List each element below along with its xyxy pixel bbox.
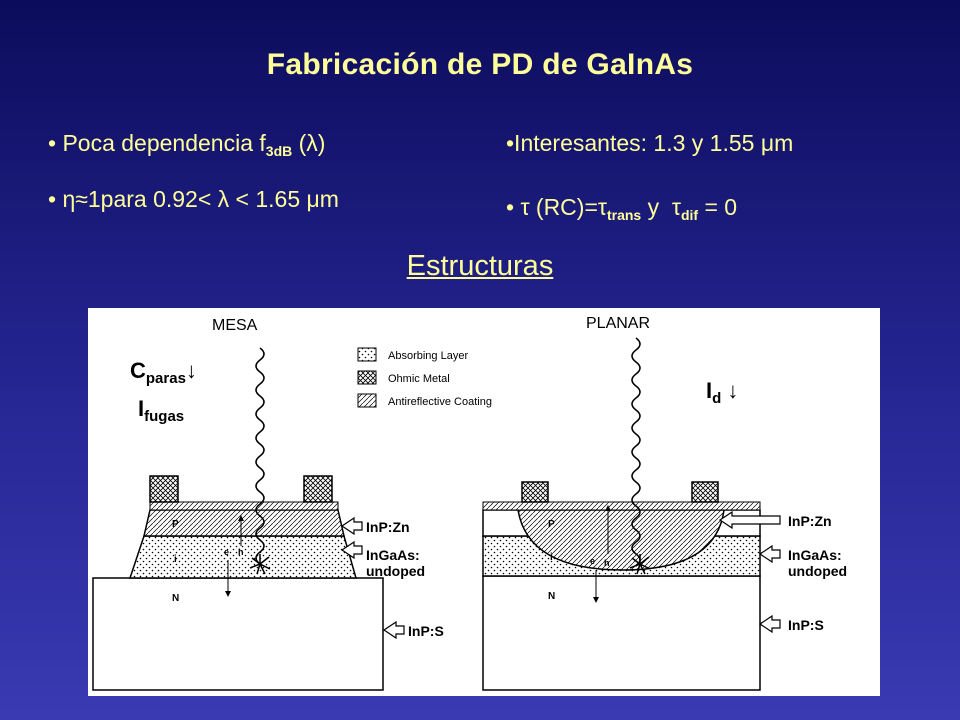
mesa-structure: P i N e h [92,347,384,691]
c-arrow: ↓ [185,358,197,383]
mesa-absorption-burst [249,554,271,575]
planar-diffused-p-region [517,509,725,571]
legend-swatch-ohmic [357,370,377,385]
mesa-callout-ingaas: InGaAs: [366,547,420,563]
planar-contact-left [521,481,549,503]
bullet-1-subscript: 3dB [265,143,293,159]
planar-callout-ingaas: InGaAs: [788,547,842,563]
bullet-1-post: (λ) [292,130,326,156]
planar-substrate-n [482,575,761,691]
planar-callout-inp-zn: InP:Zn [788,513,832,529]
planar-label: PLANAR [586,315,650,332]
planar-label-i: i [550,552,553,563]
planar-antireflective [482,501,761,511]
annotation-parasitic-capacitance: Cparas↓ [130,358,197,387]
legend-antireflective-coating: Antireflective Coating [388,396,492,408]
planar-light-wave [631,337,641,567]
legend-ohmic-metal: Ohmic Metal [388,373,450,385]
mesa-label-i: i [174,554,177,565]
c-main: C [130,358,146,383]
legend-absorbing-layer: Absorbing Layer [388,350,468,362]
mesa-label: MESA [212,317,258,334]
bullet-time-constants: • τ (RC)=τtrans y τdif = 0 [506,194,737,223]
planar-structure: P i N e h [482,337,761,691]
bullet-efficiency-range: • η≈1para 0.92< λ < 1.65 μm [48,186,339,212]
mesa-callout-inp-s: InP:S [408,623,444,639]
bullet-4-sub-trans: trans [606,207,642,223]
planar-label-p: P [548,519,555,530]
bullet-4-part-b: y τ [641,194,681,220]
planar-absorption-burst [629,554,651,575]
id-arrow: ↓ [727,378,739,403]
mesa-callout-undoped: undoped [366,563,425,579]
planar-label-h: h [604,558,610,568]
ifugas-sub: fugas [144,408,185,425]
planar-label-e: e [590,556,595,566]
legend-swatch-antireflective [357,393,377,408]
bullet-4-part-a: • τ (RC)=τ [506,194,607,220]
mesa-antireflective [149,501,339,511]
photodiode-structures-figure: MESA PLANAR Absorbing Layer Ohmic Metal … [88,308,880,696]
planar-callout-inp-s: InP:S [788,617,824,633]
mesa-light-wave [255,347,265,565]
bullet-1-text: • Poca dependencia f [48,130,266,156]
mesa-label-h: h [238,547,244,557]
slide-title: Fabricación de PD de GaInAs [266,48,694,81]
mesa-callout-inp-zn: InP:Zn [366,519,410,535]
ifugas-main: I [138,396,145,421]
planar-label-n: N [548,591,555,602]
mesa-absorbing-layer [128,535,357,579]
id-main: I [706,378,713,403]
mesa-layer-callouts: InP:Zn InGaAs: undoped InP:S [340,516,444,640]
bullet-frequency-dependence: • Poca dependencia f3dB (λ) [48,130,325,159]
bullet-4-sub-dif: dif [680,207,699,223]
mesa-label-n: N [172,593,179,604]
mesa-contact-right [303,475,333,503]
annotation-dark-current: Id ↓ [706,378,738,407]
planar-layer-callouts: InP:Zn InGaAs: undoped InP:S [718,510,847,634]
bullet-4-part-c: = 0 [698,194,738,220]
structures-diagram: MESA PLANAR Absorbing Layer Ohmic Metal … [92,315,847,691]
id-sub: d [712,390,722,407]
legend-swatch-absorbing [357,347,377,362]
mesa-label-e: e [224,547,229,557]
planar-contact-right [691,481,719,503]
planar-callout-undoped: undoped [788,563,847,579]
mesa-contact-left [149,475,179,503]
mesa-substrate-n [92,577,384,691]
mesa-label-p: P [172,519,179,530]
bullet-interesting-wavelengths: •Interesantes: 1.3 y 1.55 μm [506,130,794,156]
annotation-leakage-current: Ifugas [138,396,184,425]
section-subtitle: Estructuras [406,250,554,282]
c-sub: paras [145,370,186,387]
legend: Absorbing Layer Ohmic Metal Antireflecti… [357,347,492,408]
